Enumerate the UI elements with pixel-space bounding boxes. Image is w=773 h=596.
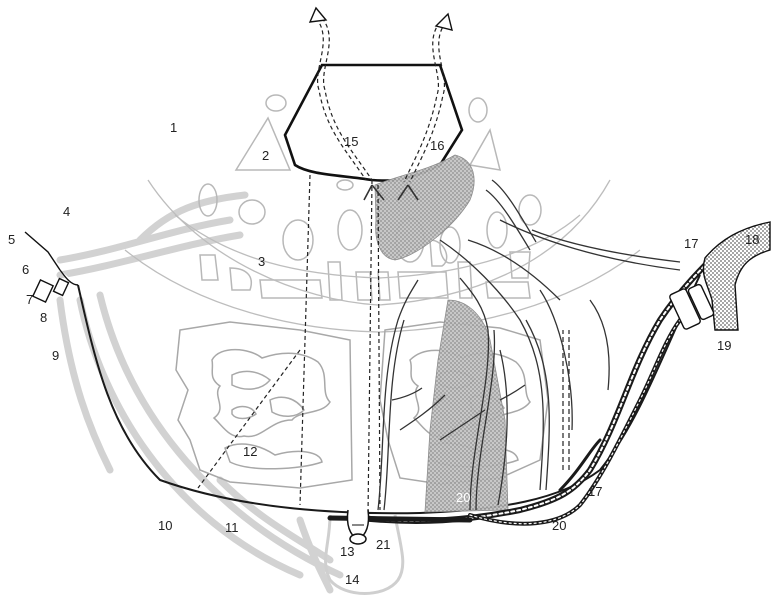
label-6: 6 (22, 262, 29, 277)
label-14: 14 (345, 572, 359, 587)
label-12: 12 (243, 444, 257, 459)
label-18: 18 (745, 232, 759, 247)
label-15: 15 (344, 134, 358, 149)
anterior-spinal-artery (347, 510, 368, 544)
label-17-bottom: 17 (588, 484, 602, 499)
label-8: 8 (40, 310, 47, 325)
fourth-ventricle (285, 65, 462, 181)
label-19: 19 (717, 338, 731, 353)
label-2: 2 (262, 148, 269, 163)
label-1: 1 (170, 120, 177, 135)
label-10: 10 (158, 518, 172, 533)
label-7: 7 (26, 292, 33, 307)
dashed-boundaries (198, 175, 380, 515)
up-arrow-right-icon (436, 14, 452, 30)
olivary-complex-left (176, 322, 352, 488)
circumferential-artery (330, 240, 730, 524)
label-3: 3 (258, 254, 265, 269)
label-9: 9 (52, 348, 59, 363)
label-11: 11 (225, 520, 239, 535)
label-17-top: 17 (684, 236, 698, 251)
label-21: 21 (376, 537, 390, 552)
label-13: 13 (340, 544, 354, 559)
shaded-territory-ventral (425, 300, 508, 512)
label-5: 5 (8, 232, 15, 247)
arrow-heads (310, 8, 452, 30)
label-16: 16 (430, 138, 444, 153)
label-4: 4 (63, 204, 70, 219)
label-20-right: 20 (552, 518, 566, 533)
label-20-left: 20 (456, 490, 470, 505)
up-arrow-left-icon (310, 8, 326, 22)
